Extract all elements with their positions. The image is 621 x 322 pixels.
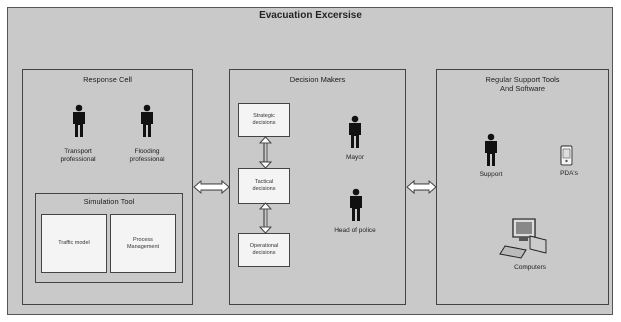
traffic-model-box: Traffic model — [41, 214, 107, 273]
tactical-decisions-box: Tactical decisions — [238, 168, 290, 204]
computers-label: Computers — [514, 264, 546, 271]
mayor-label: Mayor — [345, 154, 365, 161]
flooding-professional-label: Flooding professional — [129, 148, 165, 163]
response-decision-arrow — [193, 179, 230, 195]
support-tools-title: Regular Support Tools And Software — [485, 75, 560, 93]
flooding-professional-icon — [141, 104, 153, 137]
simulation-tool-title: Simulation Tool — [83, 197, 135, 206]
mayor-icon — [349, 115, 361, 148]
process-management-box: Process Management — [110, 214, 176, 273]
transport-professional-icon — [73, 104, 85, 137]
pda-icon — [560, 145, 573, 166]
head-of-police-label: Head of police — [334, 227, 376, 234]
pdas-label: PDA's — [560, 170, 578, 177]
transport-professional-label: Transport professional — [60, 148, 96, 163]
computer-icon — [499, 218, 547, 259]
head-of-police-icon — [350, 188, 362, 221]
response-cell-title: Response Cell — [83, 75, 132, 84]
decision-makers-title: Decision Makers — [289, 75, 346, 84]
support-label: Support — [479, 171, 503, 178]
strategic-tactical-arrow — [258, 136, 273, 169]
decision-support-arrow — [406, 179, 437, 195]
operational-decisions-box: Operational decisions — [238, 233, 290, 267]
strategic-decisions-box: Strategic decisions — [238, 103, 290, 137]
tactical-operational-arrow — [258, 202, 273, 234]
support-person-icon — [485, 133, 497, 166]
support-tools-panel: Regular Support Tools And Software — [436, 69, 609, 305]
diagram-title: Evacuation Excersise — [259, 10, 362, 21]
